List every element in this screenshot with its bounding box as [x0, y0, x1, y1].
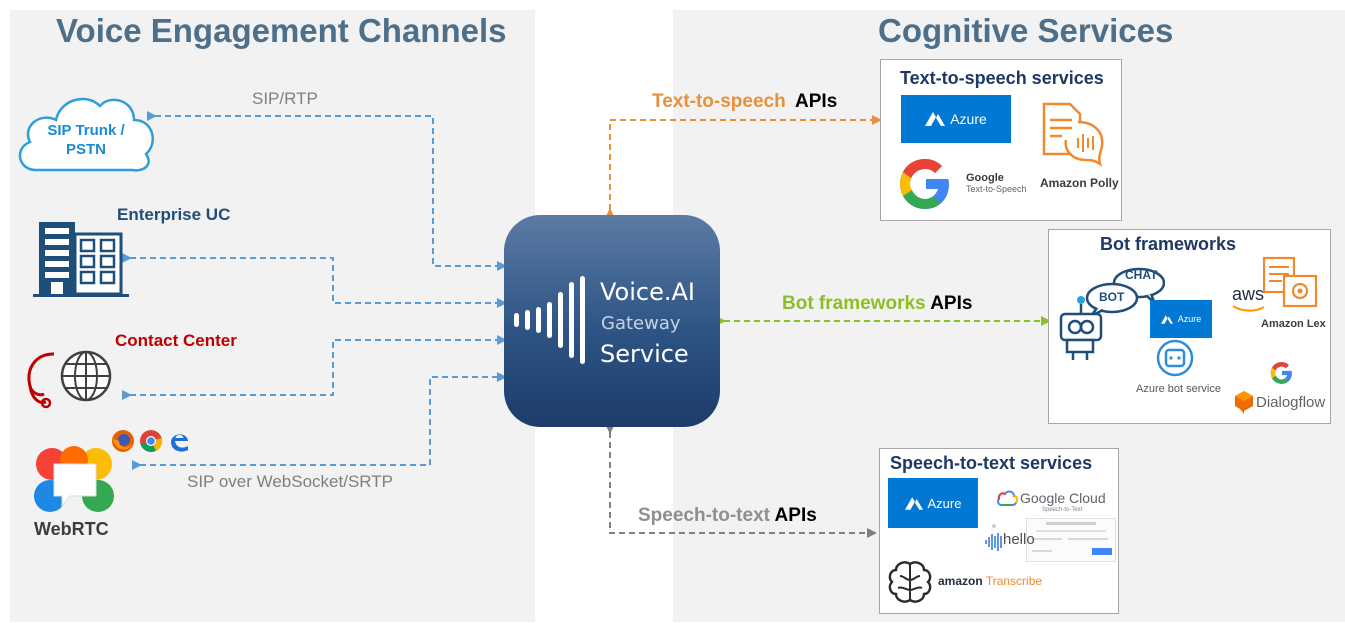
stt-azure-logo: Azure — [888, 478, 978, 528]
enterprise-link — [122, 253, 507, 308]
brain-icon — [888, 561, 932, 603]
bot-card-title: Bot frameworks — [1100, 234, 1237, 254]
amazon-lex-icon — [1262, 256, 1318, 308]
gateway-line2: Gateway — [601, 313, 681, 334]
headset-globe-icon — [27, 350, 112, 409]
azure-icon — [904, 496, 923, 510]
aws-logo-text: aws — [1232, 284, 1265, 304]
stt-api-link — [605, 424, 877, 538]
sip-trunk-line1: SIP Trunk / — [47, 122, 125, 139]
bot-azure-logo: Azure — [1150, 300, 1212, 338]
amazon-polly-label: Amazon Polly — [1040, 176, 1119, 190]
bot-api-suffix: APIs — [930, 293, 973, 314]
chat-bot-icon — [1059, 267, 1165, 360]
sip-rtp-label: SIP/RTP — [252, 89, 318, 108]
webrtc-label: WebRTC — [34, 519, 109, 539]
google-cloud-icon — [997, 490, 1018, 506]
gateway-line3: Service — [600, 340, 689, 368]
hello-label: hello — [1003, 531, 1035, 548]
transcribe-word: Transcribe — [985, 574, 1043, 588]
google-g-icon — [900, 159, 949, 209]
stt-azure-text: Azure — [927, 495, 962, 511]
amazon-word: amazon — [938, 574, 983, 588]
websocket-label: SIP over WebSocket/SRTP — [187, 472, 393, 491]
voice-channels-title: Voice Engagement Channels — [56, 12, 507, 49]
sip-trunk-line2: PSTN — [65, 141, 106, 158]
azure-icon — [1160, 314, 1173, 324]
google-cloud-label: Google Cloud — [1020, 490, 1106, 506]
cognitive-services-title: Cognitive Services — [878, 12, 1174, 49]
building-icon — [33, 222, 129, 297]
aws-smile-icon — [1232, 305, 1265, 312]
webrtc-logo-icon — [34, 446, 114, 512]
hello-wave-icon — [985, 524, 1002, 551]
tts-azure-text: Azure — [950, 111, 987, 127]
google-cloud-sub: Speech-to-Text — [1042, 507, 1083, 513]
gateway-line1: Voice.AI — [600, 278, 695, 306]
contact-center-label: Contact Center — [115, 331, 237, 350]
chat-label: CHAT — [1125, 268, 1158, 282]
stt-api-name: Speech-to-text — [638, 505, 770, 526]
sip-trunk-label: SIP Trunk / PSTN — [28, 121, 144, 159]
google-tts-line2: Text-to-Speech — [966, 184, 1027, 194]
sound-wave-icon — [514, 276, 585, 364]
stt-demo-screenshot — [1026, 518, 1116, 562]
bot-azure-text: Azure — [1177, 314, 1202, 324]
polly-icon — [1042, 102, 1104, 167]
tts-azure-logo: Azure — [901, 95, 1011, 143]
edge-icon — [171, 434, 188, 452]
sip-rtp-link — [147, 111, 507, 271]
dialogflow-label: Dialogflow — [1256, 394, 1326, 411]
bot-api-label: Bot frameworks APIs — [782, 293, 972, 315]
tts-api-label: Text-to-speech APIs — [652, 91, 837, 113]
tts-card-title: Text-to-speech services — [900, 68, 1104, 88]
amazon-transcribe-label: amazon Transcribe — [938, 574, 1042, 588]
stt-api-label: Speech-to-text APIs — [638, 505, 817, 527]
bot-label: BOT — [1099, 290, 1125, 304]
google-tts-line1: Google — [966, 172, 1004, 184]
tts-api-suffix: APIs — [795, 91, 838, 112]
stt-api-suffix: APIs — [774, 505, 817, 526]
dialogflow-icon — [1235, 391, 1253, 414]
amazon-lex-label: Amazon Lex — [1261, 318, 1326, 330]
cloud-icon — [18, 97, 154, 172]
tts-api-link — [605, 115, 882, 218]
azure-bot-service-label: Azure bot service — [1136, 383, 1221, 395]
bot-api-name: Bot frameworks — [782, 293, 926, 314]
webrtc-link — [132, 372, 507, 470]
enterprise-uc-label: Enterprise UC — [117, 205, 231, 224]
chrome-icon — [140, 430, 162, 452]
stt-card-title: Speech-to-text services — [890, 453, 1093, 473]
google-small-icon — [1270, 362, 1292, 384]
firefox-icon — [112, 430, 134, 452]
tts-api-name: Text-to-speech — [652, 91, 786, 112]
azure-icon — [925, 112, 946, 126]
azure-bot-icon — [1156, 339, 1194, 377]
